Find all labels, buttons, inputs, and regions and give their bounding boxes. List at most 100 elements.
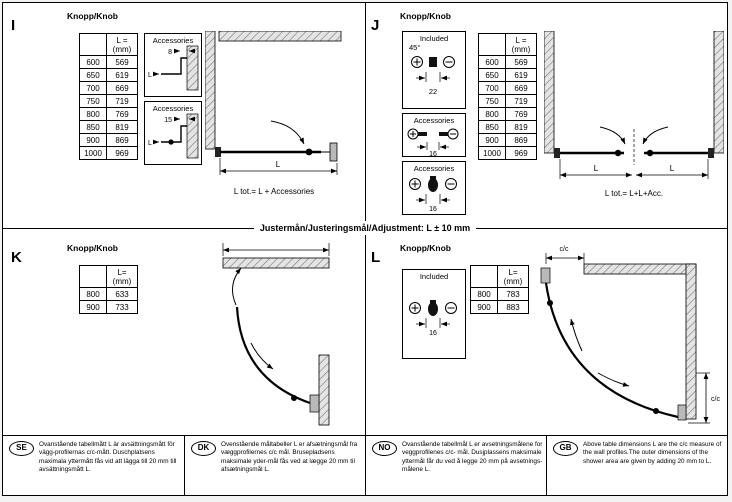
- swing-arrow: [250, 342, 274, 370]
- swing-arrow: [597, 372, 630, 387]
- dim-label: 16: [429, 206, 437, 213]
- footnote-text: Ovenstående måltabeller L er afsætningsm…: [221, 441, 358, 474]
- table-cell: 969: [106, 146, 138, 161]
- footnote-gb: GB Above table dimensions L are the c/c …: [546, 436, 727, 495]
- dimension-label: L: [594, 164, 599, 173]
- screw-minus-icon: [443, 56, 455, 68]
- knob-icon: [614, 149, 622, 157]
- installation-diagram: [222, 243, 330, 426]
- table-cell: 750: [478, 94, 506, 109]
- knob-drawing: 16: [409, 300, 457, 337]
- wall-profile-left: [554, 148, 560, 158]
- table-cell: 800: [79, 287, 107, 302]
- table-cell: 883: [497, 300, 529, 315]
- table-cell: 669: [505, 81, 537, 96]
- wall-right: [713, 31, 724, 154]
- bracket-drawing: 15 L: [148, 113, 199, 159]
- table-cell: 769: [106, 107, 138, 122]
- table-header: L = (mm): [505, 32, 537, 57]
- language-badge-gb: GB: [553, 441, 578, 456]
- table-cell: 850: [478, 120, 506, 135]
- included-label: Included: [419, 34, 449, 43]
- connector-icon: [429, 57, 437, 67]
- total-formula: L tot.= L+L+Acc.: [604, 189, 664, 198]
- dim-label: 8: [168, 49, 172, 56]
- swing-arrow: [599, 126, 626, 145]
- table-cell: 900: [478, 133, 506, 148]
- screws-drawing: 16: [407, 128, 459, 158]
- wall-top: [222, 257, 330, 269]
- installation-diagram: c/c c/c: [540, 246, 720, 424]
- cc-label: c/c: [711, 396, 720, 403]
- knob-icon: [291, 395, 297, 401]
- accessories-box-2: Accessories 15 L: [144, 101, 202, 165]
- table-cell: 669: [106, 81, 138, 96]
- wall-right: [685, 263, 697, 420]
- table-cell: 869: [106, 133, 138, 148]
- dimension: 15: [164, 116, 195, 124]
- screw-plus-icon: [411, 56, 423, 68]
- dim-label: 15: [164, 117, 172, 124]
- accessories-box-2: Accessories 16: [402, 161, 466, 215]
- table-cell: 719: [505, 94, 537, 109]
- swing-arrow: [570, 318, 583, 352]
- dim-label: 16: [429, 330, 437, 337]
- table-header-blank: [79, 264, 107, 289]
- section-letter: L: [371, 249, 381, 266]
- table-cell: 633: [106, 287, 138, 302]
- screw-minus-icon: [447, 128, 459, 140]
- dimension: 16: [417, 142, 449, 158]
- wall-left: [544, 31, 555, 154]
- table-cell: 650: [79, 68, 107, 83]
- swing-arrow: [642, 126, 669, 145]
- table-cell: 900: [79, 133, 107, 148]
- section-title: Knopp/Knob: [67, 11, 118, 21]
- section-title: Knopp/Knob: [400, 243, 451, 253]
- table-cell: 969: [505, 146, 537, 161]
- table-cell: 569: [106, 55, 138, 70]
- dimension: L: [219, 158, 338, 175]
- knob-icon: [653, 408, 659, 414]
- dimension: L L: [559, 159, 709, 179]
- footnote-se: SE Ovanstående tabellmått L är avsättnin…: [3, 436, 184, 495]
- screw-plus-icon: [409, 302, 421, 314]
- bracket-drawing: 8 L: [148, 45, 199, 91]
- accessories-box-1: Accessories 8 L: [144, 33, 202, 97]
- section-l: L Knopp/Knob Included: [365, 235, 727, 435]
- knob-drawing: 16: [409, 176, 457, 213]
- included-box: Included 16: [402, 269, 466, 359]
- screw-minus-icon: [445, 302, 457, 314]
- table-header-blank: [470, 264, 498, 289]
- fitting-drawing: 22: [411, 56, 455, 96]
- wall-profile-bottom: [677, 404, 687, 421]
- dim-label: 16: [429, 151, 437, 157]
- knob-icon: [428, 302, 438, 316]
- adjustment-divider: Justermån/Justeringsmål/Adjustment: L ± …: [3, 221, 727, 235]
- knob-icon: [428, 178, 438, 192]
- table-cell: 750: [79, 94, 107, 109]
- section-letter: I: [11, 17, 16, 34]
- dimension: 22: [416, 72, 450, 96]
- table-cell: 800: [79, 107, 107, 122]
- table-header-row: L = (mm): [478, 32, 537, 57]
- dimension-label: L: [670, 164, 675, 173]
- swing-arrow: [231, 267, 242, 306]
- curved-door: [235, 306, 311, 405]
- table-header-row: L = (mm): [79, 32, 138, 57]
- section-title: Knopp/Knob: [400, 11, 451, 21]
